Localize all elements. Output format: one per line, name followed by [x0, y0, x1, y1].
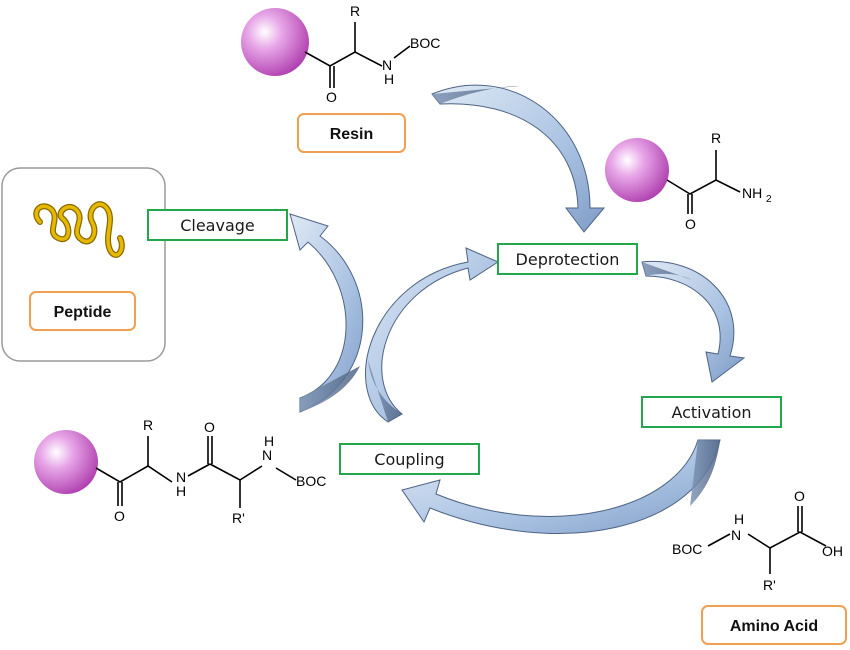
activation-label: Activation — [671, 403, 751, 422]
svg-text:H: H — [176, 483, 186, 499]
svg-text:2: 2 — [766, 194, 772, 205]
svg-text:O: O — [326, 89, 337, 105]
svg-text:R': R' — [232, 510, 245, 526]
resin-bead — [605, 138, 669, 202]
deprotection-box — [497, 243, 638, 275]
cleavage-label: Cleavage — [180, 216, 255, 235]
deprotected-amine-resin-structure: R O NH 2 — [605, 130, 772, 232]
svg-text:O: O — [204, 419, 215, 435]
activation-box — [641, 396, 782, 428]
svg-text:R: R — [711, 130, 721, 146]
peptide-chain-image — [33, 201, 125, 258]
svg-text:R: R — [350, 3, 360, 19]
amino-acid-box — [701, 605, 847, 645]
svg-text:R: R — [143, 417, 153, 433]
svg-text:O: O — [685, 216, 696, 232]
resin-bead — [241, 8, 309, 76]
arrow-activation-to-coupling — [401, 439, 721, 534]
svg-text:N: N — [382, 57, 392, 73]
svg-text:N: N — [731, 527, 741, 543]
svg-text:BOC: BOC — [672, 541, 702, 557]
svg-text:OH: OH — [822, 543, 843, 559]
svg-text:BOC: BOC — [410, 35, 440, 51]
peptide-label: Peptide — [54, 304, 112, 321]
amino-acid-label: Amino Acid — [730, 618, 818, 635]
svg-text:R': R' — [763, 577, 776, 593]
deprotection-label: Deprotection — [516, 250, 620, 269]
arrow-deprotection-to-activation — [641, 260, 746, 383]
boc-amino-acid-structure: BOC N H O OH R' — [672, 488, 843, 593]
coupling-box — [339, 443, 480, 475]
svg-text:H: H — [384, 71, 394, 87]
svg-text:N: N — [262, 447, 272, 463]
svg-text:O: O — [794, 488, 805, 504]
arrow-to-cleavage — [289, 213, 364, 413]
peptide-panel — [1, 167, 166, 362]
svg-text:BOC: BOC — [296, 473, 326, 489]
dipeptide-resin-structure: R O N H O N H BOC R' — [34, 417, 326, 526]
svg-text:O: O — [114, 508, 125, 524]
arrow-coupling-to-deprotection — [365, 247, 500, 423]
resin-bead — [34, 430, 98, 494]
svg-text:NH: NH — [742, 185, 762, 201]
cleavage-box — [147, 209, 288, 241]
svg-text:N: N — [176, 469, 186, 485]
coupling-label: Coupling — [374, 450, 444, 469]
arrow-resin-to-deprotection — [431, 84, 606, 233]
resin-box — [297, 113, 406, 153]
svg-text:H: H — [734, 511, 744, 527]
resin-label: Resin — [330, 126, 374, 143]
peptide-box — [29, 291, 136, 331]
svg-text:H: H — [264, 433, 274, 449]
boc-amino-acid-resin-structure: R O N H BOC — [241, 3, 440, 105]
